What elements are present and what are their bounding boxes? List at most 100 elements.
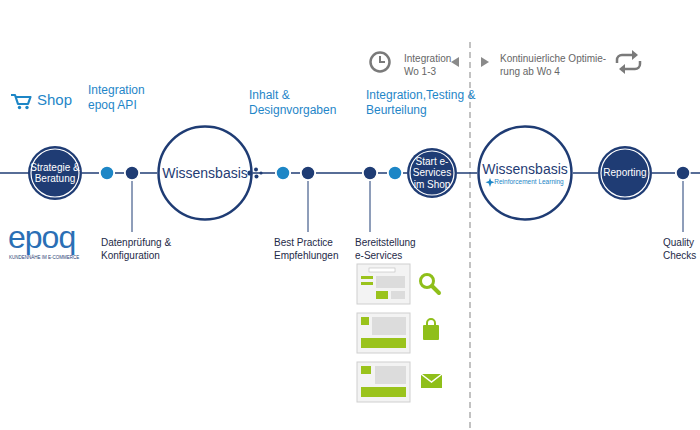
node-text-area: Start e-Services im Shop [407, 148, 457, 198]
thumbnail-block [361, 387, 406, 397]
node-outline [362, 165, 378, 181]
dot-fill [363, 166, 377, 180]
dot-fill [301, 166, 315, 180]
dot-fill [388, 166, 402, 180]
cycle-icon-head [619, 64, 625, 74]
thumbnail-block [372, 317, 406, 335]
milestone-dot: Bereitstellung e-Services [362, 165, 378, 181]
cart-wheel [18, 106, 21, 109]
clock-hands [380, 56, 385, 62]
thumbnail-shop [357, 313, 410, 353]
dot-fill [676, 166, 690, 180]
thumbnail-block [361, 282, 373, 285]
leader-line [308, 181, 309, 232]
node-text-area: Strategie & Beratung [28, 146, 82, 200]
thumbnail-block [391, 291, 405, 299]
cycle-icon-head [632, 50, 638, 60]
node-outline [275, 165, 291, 181]
circle-fill [407, 148, 457, 198]
timeline-connector [115, 172, 124, 174]
node-label: Datenprüfung & Konfiguration [101, 236, 186, 262]
link-icon [247, 170, 252, 175]
process-circle: Strategie & Beratung [28, 146, 82, 200]
thumbnail-block [361, 317, 369, 325]
timeline-connector [140, 172, 157, 174]
milestone-dot: Quality Checks [675, 165, 691, 181]
thumbnail-search [357, 264, 410, 304]
phase-label: Kontinuierliche Optimie- rung ab Wo 4 [500, 52, 620, 78]
node-label: Bereitstellung e-Services [355, 236, 425, 262]
timeline-connector [378, 172, 387, 174]
timeline-connector [457, 172, 477, 174]
link-icon [254, 168, 258, 172]
link-icon [259, 171, 262, 174]
milestone-dot: Datenprüfung & Konfiguration [124, 165, 140, 181]
thumbnail-block [361, 366, 371, 374]
dot-fill [100, 166, 114, 180]
node-text-area: Wissensbasis [157, 125, 253, 221]
node-outline [99, 165, 115, 181]
timeline-connector [291, 172, 300, 174]
milestone-dot: Integration epoq API [99, 165, 115, 181]
star-icon [486, 178, 495, 187]
search-icon-handle [432, 286, 439, 293]
node-label: Reinforcement Learning [494, 178, 563, 185]
leader-line [132, 181, 133, 232]
node-label: Reporting [598, 167, 652, 179]
thumbnail-searchbar [369, 268, 395, 272]
leader-line [683, 181, 684, 232]
logo-tagline: KUNDENNÄHE IM E-COMMERCE [9, 255, 79, 260]
milestone-dot: Integration,Testing & Beurteilung [387, 165, 403, 181]
cycle-icon [624, 61, 640, 69]
bag-icon [423, 325, 439, 340]
knowledge-circle: Wissensbasis [157, 125, 253, 221]
node-label: Best Practice Empfehlungen [274, 236, 349, 262]
bag-icon-handle [427, 319, 435, 326]
node-label: Wissensbasis [480, 161, 570, 177]
timeline-connector [652, 172, 675, 174]
node-outline [675, 165, 691, 181]
circle-outline [479, 127, 572, 220]
thumbnail-mail [357, 362, 410, 402]
process-circle: Start e-Services im Shop [407, 148, 457, 198]
thumbnail-block [376, 291, 388, 299]
process-circle: Reporting [598, 146, 652, 200]
node-text-area: Reporting [598, 146, 652, 200]
cart-wheel [25, 106, 28, 109]
milestone-dot: Best Practice Empfehlungen [300, 165, 316, 181]
node-outline [124, 165, 140, 181]
thumbnail-block [375, 366, 406, 384]
node-label: Strategie & Beratung [26, 162, 84, 185]
timeline-connector [573, 172, 598, 174]
node-label: Wissensbasis [160, 165, 250, 181]
node-label: Inhalt & Designvorgaben [249, 88, 344, 118]
node-label: Integration epoq API [88, 83, 163, 113]
shop-label: Shop [37, 91, 72, 109]
thumbnail-block [376, 276, 405, 288]
cart-icon [11, 95, 31, 104]
node-label: Start e-Services im Shop [408, 156, 456, 191]
node-outline [387, 165, 403, 181]
cycle-icon [617, 55, 633, 63]
node-label: Integration,Testing & Beurteilung [366, 88, 478, 118]
phase-label: Integration Wo 1-3 [404, 52, 464, 78]
dot-fill [125, 166, 139, 180]
circle-outline [159, 127, 252, 220]
link-icon [255, 175, 259, 179]
thumbnail-block [361, 338, 406, 348]
circle-fill [598, 146, 652, 200]
knowledge-circle: WissensbasisReinforcement Learning [477, 125, 573, 221]
clock-icon [371, 53, 390, 72]
node-text-area: WissensbasisReinforcement Learning [477, 125, 573, 221]
timeline-connector [253, 172, 275, 174]
mail-icon [421, 374, 442, 388]
timeline-end [690, 172, 700, 174]
phase-arrow-right [481, 57, 489, 67]
timeline-connector [316, 172, 362, 174]
dot-fill [276, 166, 290, 180]
phase-arrow-left [451, 57, 459, 67]
milestone-dot: Inhalt & Designvorgaben [275, 165, 291, 181]
